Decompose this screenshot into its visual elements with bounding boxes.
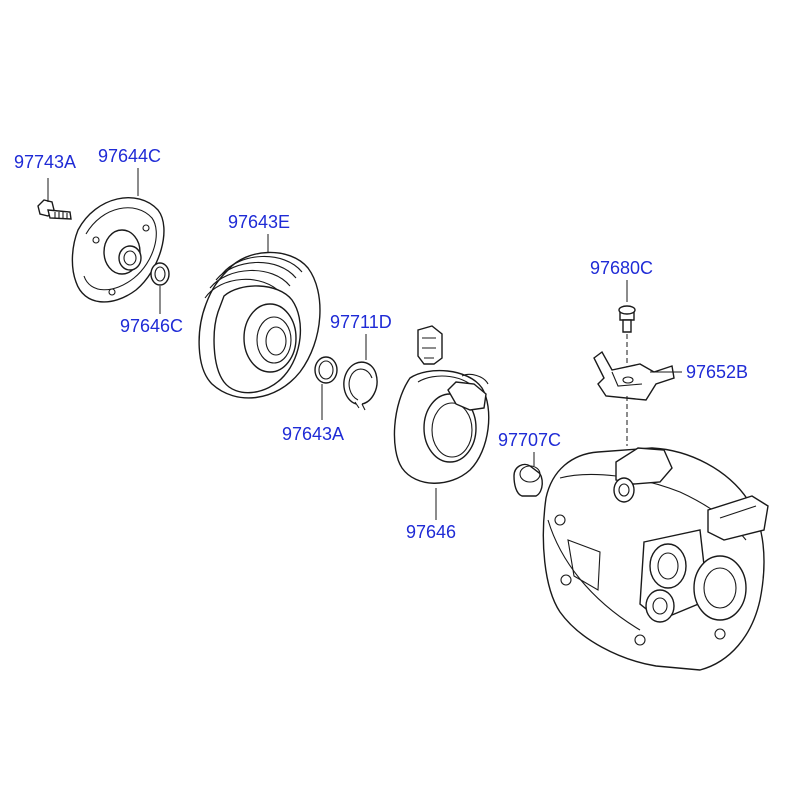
shim-97646c (150, 262, 170, 286)
pulley-97643e (198, 251, 321, 399)
compressor-body (542, 447, 769, 671)
label-97644c: 97644C (98, 146, 162, 166)
label-97643a: 97643A (282, 424, 345, 444)
screw-97680c (618, 305, 636, 368)
label-97652b: 97652B (686, 362, 749, 382)
label-97646: 97646 (406, 522, 457, 542)
sleeve-97707c (513, 463, 543, 497)
hub-plate-97644c (71, 197, 165, 303)
label-97680c: 97680C (590, 258, 654, 278)
snap-ring-97643a (314, 356, 338, 384)
bracket-97652b (593, 350, 675, 446)
label-97743a: 97743A (14, 152, 77, 172)
label-97643e: 97643E (228, 212, 291, 232)
label-97711d: 97711D (330, 312, 392, 332)
bolt-97743a (37, 199, 72, 220)
label-97646c: 97646C (120, 316, 184, 336)
leader-lines (47, 168, 682, 520)
snap-ring-97711d (343, 361, 378, 411)
field-coil-97646 (393, 325, 490, 484)
label-97707c: 97707C (498, 430, 562, 450)
